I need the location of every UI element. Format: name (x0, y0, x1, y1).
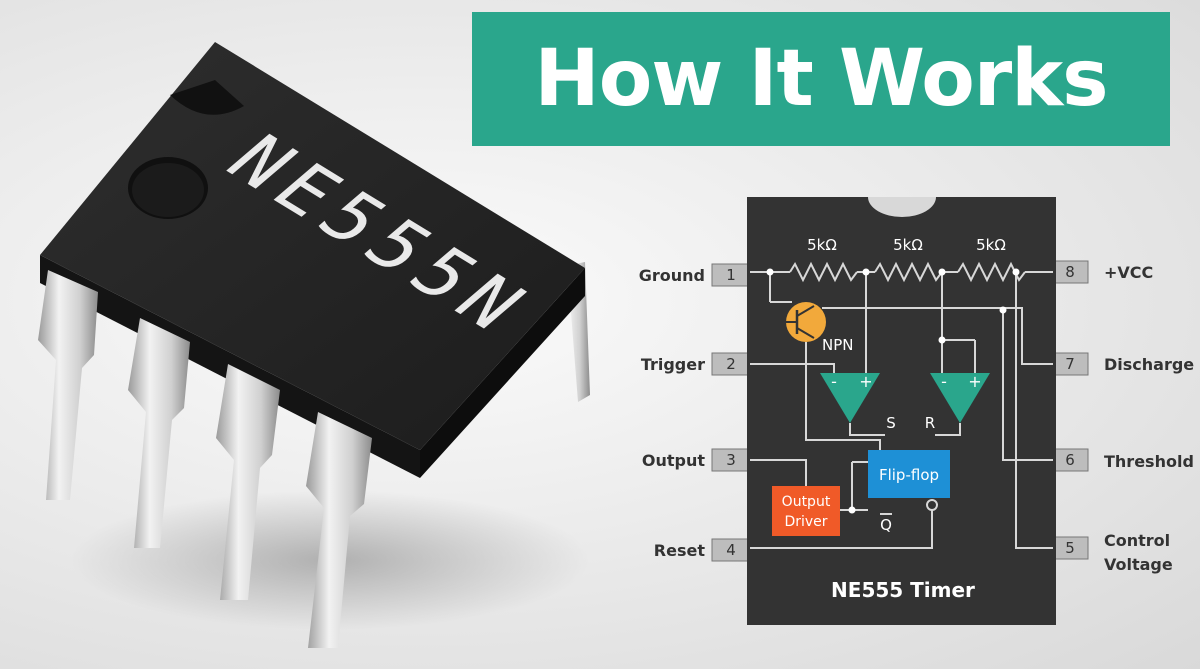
pin-number-5: 5 (1065, 539, 1075, 557)
flipflop-label: Flip-flop (879, 466, 939, 484)
pin-name-control-line1: Control (1104, 531, 1170, 550)
pin-number-6: 6 (1065, 451, 1075, 469)
chip-body-side (420, 268, 585, 478)
pin-number-4: 4 (726, 541, 736, 559)
schematic-chip-body (747, 197, 1056, 625)
pin-front-3 (216, 364, 280, 600)
pin-name-discharge: Discharge (1104, 355, 1194, 374)
pin-number-2: 2 (726, 355, 736, 373)
schematic-chip-notch (868, 197, 936, 217)
npn-transistor (786, 302, 826, 342)
comparator-1-plus: + (859, 372, 872, 391)
pin-name-ground: Ground (639, 266, 705, 285)
chip-body-top (40, 42, 585, 450)
comparator-2-plus: + (968, 372, 981, 391)
flipflop-reset-bubble (926, 499, 938, 511)
pin-front-4 (306, 412, 372, 648)
pin-name-output: Output (642, 451, 705, 470)
chip-notch (170, 80, 244, 115)
comparator-2-minus: - (941, 372, 947, 391)
comparator-1-minus: - (831, 372, 837, 391)
comparator-threshold: - + (930, 372, 990, 423)
transistor-label: NPN (822, 336, 854, 354)
dip8-chip-illustration: NE555N (38, 42, 590, 648)
pin-front-1 (38, 270, 98, 500)
ne555-schematic: 5kΩ 5kΩ 5kΩ NPN - + - + S R Flip-flop (639, 197, 1194, 625)
title-banner: How It Works (472, 12, 1170, 146)
schematic-chip-title: NE555 Timer (831, 578, 975, 602)
pin-name-trigger: Trigger (641, 355, 705, 374)
junction-dots (766, 268, 1020, 514)
pin-number-1: 1 (726, 266, 736, 284)
pin-name-vcc: +VCC (1104, 263, 1153, 282)
resistor-label-3: 5kΩ (976, 236, 1006, 254)
pin-number-8: 8 (1065, 263, 1075, 281)
output-driver-label-line2: Driver (784, 514, 827, 530)
pin-name-control-line2: Voltage (1104, 555, 1173, 574)
q-bar-label: Q (880, 516, 892, 534)
pin-number-7: 7 (1065, 355, 1075, 373)
pin-name-threshold: Threshold (1104, 452, 1194, 471)
pin-front-2 (128, 318, 190, 548)
banner-title: How It Works (534, 34, 1108, 124)
output-driver-label-line1: Output (782, 494, 831, 510)
resistor-label-1: 5kΩ (807, 236, 837, 254)
pin-name-reset: Reset (654, 541, 706, 560)
chip-front-pins (38, 270, 372, 648)
right-pin-stubs (1049, 260, 1089, 560)
flipflop-block (868, 450, 950, 498)
output-driver-block (772, 486, 840, 536)
resistor-label-2: 5kΩ (893, 236, 923, 254)
flipflop-set-label: S (886, 414, 896, 432)
left-pin-stubs (711, 263, 751, 562)
flipflop-reset-label: R (925, 414, 935, 432)
pin-number-3: 3 (726, 451, 736, 469)
comparator-trigger: - + (820, 372, 880, 423)
